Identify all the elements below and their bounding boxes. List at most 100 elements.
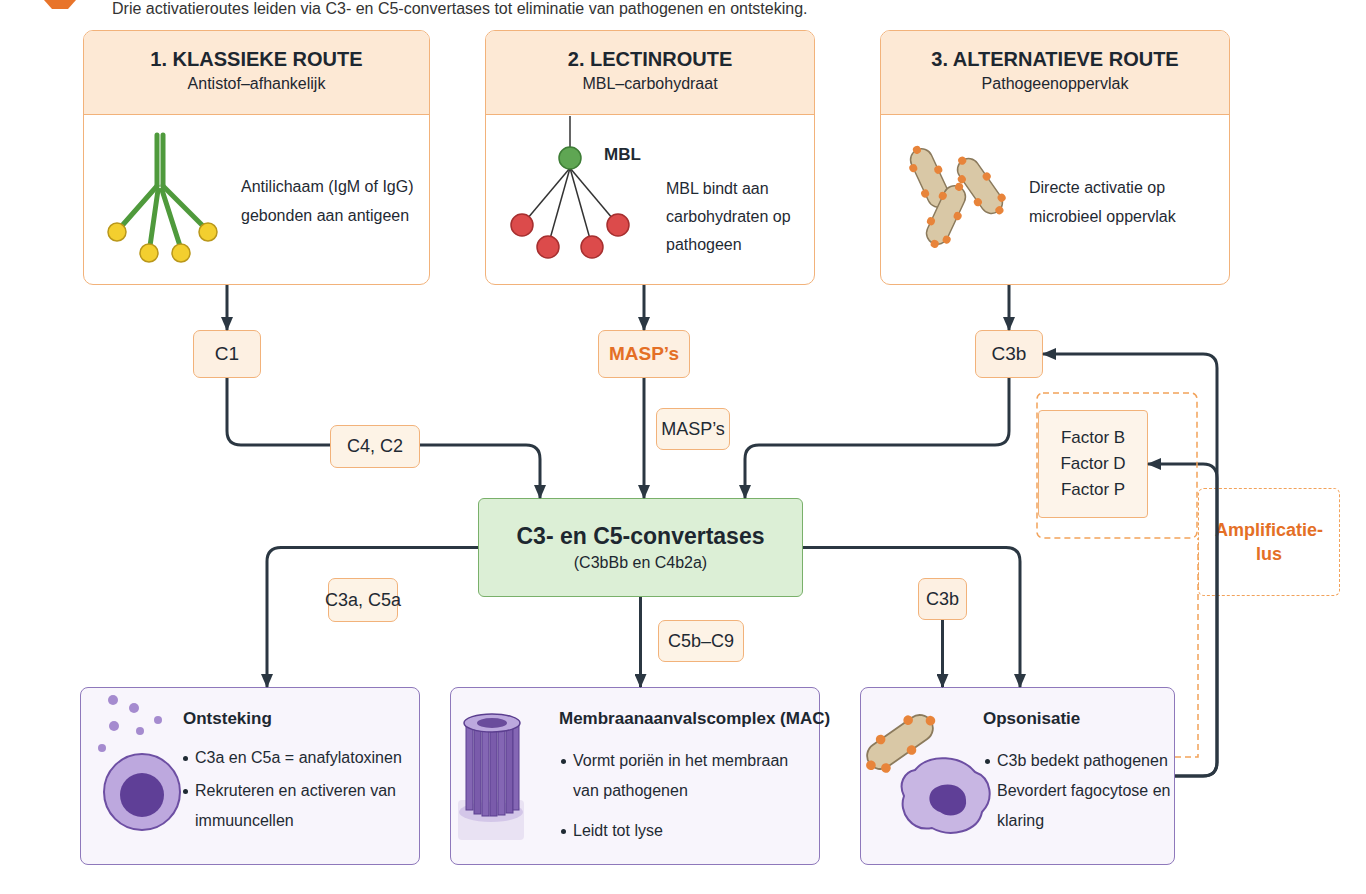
bullet-dot [985,759,990,764]
factor-name: Factor B [1061,425,1125,451]
edge-label-box: C4, C2 [330,425,420,468]
outcome-box: OpsonisatieC3b bedekt pathogenenBevorder… [860,687,1175,865]
pore-opening [477,718,507,728]
pore-segment [506,726,513,813]
connector-arrow [745,378,1009,498]
component-name: C3b [926,589,959,610]
pore-base [459,802,523,822]
antibody-arm [120,186,157,228]
bullet-dot [183,789,188,794]
mediator-dot [98,744,106,752]
outcome-box: OntstekingC3a en C5a = anafylatoxinenRek… [80,687,420,865]
page-title: Drie activatieroutes leiden via C3- en C… [112,0,808,17]
route-box: 2. LECTINROUTEMBL–carbohydraatMBLMBL bin… [485,30,815,285]
pore-segment [498,727,505,815]
bacterium [902,140,959,216]
outcome-title: Ontsteking [183,708,272,730]
connector-arrow [639,597,642,687]
factor-box: Factor BFactor DFactor P [1038,410,1148,518]
antibody-arm [163,186,205,228]
mediator-dot [129,703,139,713]
outcome-bullet: Vormt poriën in het membraan van pathoge… [573,746,808,806]
amplification-leader [1175,538,1198,757]
antibody-arm [150,190,158,246]
component-box: C3b [918,578,967,620]
bullet-dot [561,759,566,764]
antigen [108,223,126,241]
outcome-bullet: Bevordert fagocytose en klaring [997,776,1173,836]
connector-arrow [643,378,646,498]
mbl-illustration [511,116,629,258]
route-header-band: 1. KLASSIEKE ROUTEAntistof–afhankelijk [84,31,429,115]
connector-arrow [803,548,1020,688]
component-box: MASP’s [598,330,690,378]
antibody-stem [161,135,166,186]
mac-illustration [458,714,524,840]
title-icon [44,0,76,9]
amplification-label: Amplificatie- lus [1204,518,1334,566]
component-name: C1 [215,343,239,365]
connector-arrow [643,285,646,330]
pore-segment [466,724,473,810]
outcome-title: Opsonisatie [983,708,1080,730]
opsonised-bacterium [855,703,944,781]
mediator-dot [109,721,119,731]
mediator-dot [154,716,162,724]
bullet-dot [985,789,990,794]
molecule-label: MBL [604,143,654,167]
outcome-title: Membraanaanvalscomplex (MAC) [559,708,830,730]
outcome-bullet: Rekruteren en activeren van immuuncellen [195,776,435,836]
carbohydrate [511,214,533,236]
convertase-box: C3- en C5-convertases(C3bBb en C4b2a) [478,498,803,597]
edge-label: C4, C2 [347,436,403,457]
route-header-band: 3. ALTERNATIEVE ROUTEPathogeenoppervlak [881,31,1229,115]
amplification-bracket [1037,393,1197,538]
component-box: C1 [193,330,261,378]
component-box: C3b [975,330,1043,378]
immune-cell [104,754,180,830]
carbohydrate [581,236,603,258]
phagocyte [902,758,990,833]
antigen [140,244,158,262]
pore-segment [482,727,489,816]
pore-segment [490,727,497,816]
edge-label: C3a, C5a [325,590,401,611]
antigen [172,244,190,262]
route-subtitle: Pathogeenoppervlak [881,72,1229,96]
connector-arrow [227,378,540,498]
bacterium [918,177,975,253]
route-title: 1. KLASSIEKE ROUTE [84,46,429,72]
edge-label-box: MASP’s [656,408,730,450]
bacterium [948,149,1013,224]
route-box: 3. ALTERNATIEVE ROUTEPathogeenoppervlakD… [880,30,1230,285]
route-description: MBL bindt aan carbohydraten op pathogeen [666,175,815,259]
connector-arrow [1148,464,1217,776]
edge-label: MASP’s [661,419,725,440]
factor-name: Factor D [1060,451,1125,477]
connector-arrow [941,620,944,687]
outcome-bullet: C3a en C5a = anafylatoxinen [195,743,445,773]
antibody-stem [155,135,160,186]
edge-label-box: C3a, C5a [328,578,398,622]
edge-label-box: C5b–C9 [658,620,744,662]
mbl-arm [548,168,570,246]
route-description: Directe activatie op microbieel oppervla… [1029,173,1219,231]
antibody-arm [162,190,180,246]
pore-rim [464,714,520,732]
opsonisation-illustration [855,703,989,833]
factor-name: Factor P [1061,477,1125,503]
pore-segment [474,726,481,814]
edge-label: C5b–C9 [668,631,734,652]
antigen-group [108,223,217,262]
mbl-arm [522,168,570,225]
connector-arrow [226,285,229,330]
phagocyte-nucleus [929,784,966,815]
antigen [199,223,217,241]
membrane [458,800,524,840]
antibody-illustration [120,135,205,246]
mbl-stalk [569,116,571,148]
route-description: Antilichaam (IgM of IgG) gebonden aan an… [241,172,430,230]
mbl-arm [570,168,592,246]
bullet-dot [183,756,188,761]
